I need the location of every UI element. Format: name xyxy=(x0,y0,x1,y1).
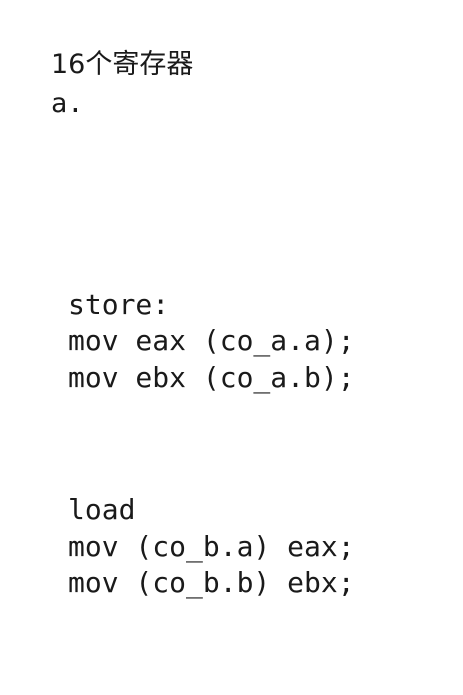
store-label: store: xyxy=(68,288,170,321)
code-line: mov ebx (co_a.b); xyxy=(68,361,355,394)
code-line: mov eax (co_a.a); xyxy=(68,324,355,357)
code-line: mov (co_b.a) eax; xyxy=(68,530,355,563)
page-title: 16个寄存器 xyxy=(51,49,194,80)
section-marker: a. xyxy=(51,88,84,119)
load-label: load xyxy=(68,493,136,526)
code-line: mov (co_b.b) ebx; xyxy=(68,566,355,599)
